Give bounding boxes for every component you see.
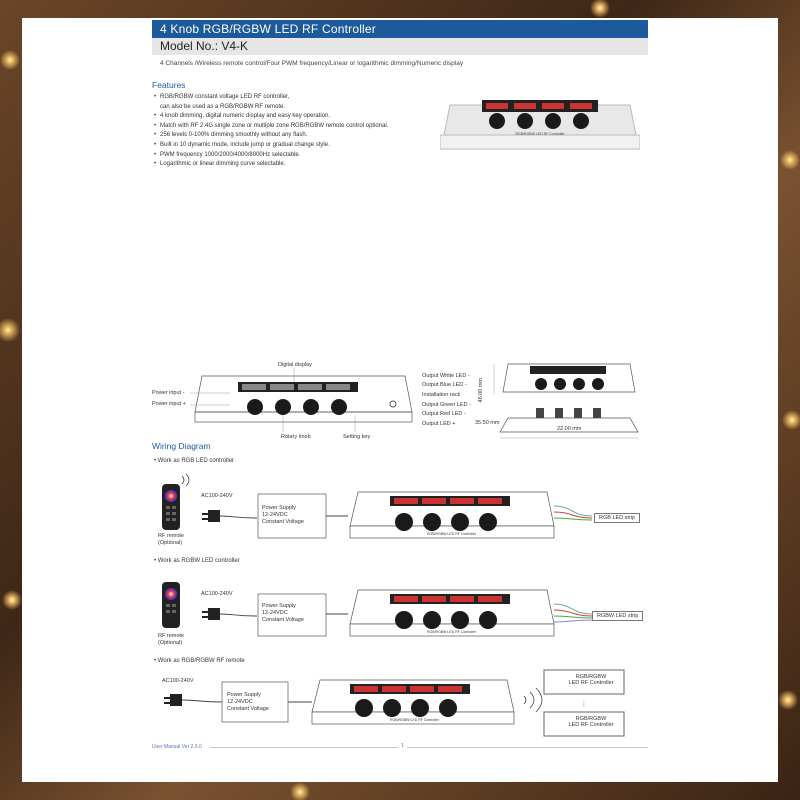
product-photo: RGB/RGBW LED RF Controller [440, 100, 640, 150]
label-width: 22.00 mm [557, 426, 582, 432]
device-label: RGB/RGBW LED RF Controller [427, 532, 477, 536]
product-photo-label: RGB/RGBW LED RF Controller [515, 132, 565, 136]
feature-item: Match with RF 2.4G single zone or multip… [154, 122, 444, 132]
wiring-heading: Wiring Diagram [152, 441, 211, 451]
page-number: 1 [398, 743, 407, 749]
feature-item: PWM frequency 1000/2000/4000/8000Hz sele… [154, 151, 444, 161]
features-heading: Features [152, 80, 186, 90]
rf-remote-label: RF remote(Optional) [158, 633, 184, 646]
label-output-led-plus: Output LED + [422, 421, 456, 427]
label-digital-display: Digital display [278, 362, 312, 368]
label-power-input-plus: Power input + [152, 401, 186, 407]
device-label: RGB/RGBW LED RF Controller [427, 630, 477, 634]
footer-rule [210, 747, 648, 748]
features-list: RGB/RGBW constant voltage LED RF control… [154, 93, 444, 170]
feature-item: Logarithmic or linear dimming curve sele… [154, 160, 444, 170]
wiring-diagram-remote: ⋮ [164, 669, 625, 737]
rf-remote-label: RF remote(Optional) [158, 533, 184, 546]
label-output-blue: Output Blue LED - [422, 382, 467, 388]
label-output-white: Output White LED - [422, 373, 470, 379]
device-label: RGB/RGBW LED RF Controller [390, 718, 440, 722]
wiring-caption-remote: • Work as RGB/RGBW RF remote [154, 658, 245, 664]
feature-item: Built in 10 dynamic mode, include jump o… [154, 141, 444, 151]
footer-manual: User Manual Ver 2.0.0 [152, 744, 202, 750]
ac-label: AC100-240V [201, 493, 233, 499]
page-title: 4 Knob RGB/RGBW LED RF Controller [152, 20, 648, 38]
feature-item: 4 knob dimming, digital numeric display … [154, 112, 444, 122]
label-output-green: Output Green LED - [422, 402, 471, 408]
label-installation-rack: Installation rack [422, 392, 461, 398]
subtitle: 4 Channels /Wireless remote control/Four… [160, 60, 464, 67]
wiring-caption-rgb: • Work as RGB LED controller [154, 458, 235, 464]
wiring-caption-rgbw: • Work as RGBW LED controller [154, 558, 240, 564]
ac-label: AC100-240V [162, 678, 194, 684]
feature-item: 256 levels 0-100% dimming smoothly witho… [154, 131, 444, 141]
wiring-diagram-rgbw [162, 582, 593, 637]
wiring-diagram-rgb [162, 473, 593, 539]
label-output-red: Output Red LED - [422, 411, 466, 417]
feature-item: can also be used as a RGB/RGBW RF remote… [160, 103, 286, 110]
rgb-strip: RGB LED strip [594, 513, 641, 523]
ellipsis-icon: ⋮ [581, 701, 587, 708]
model-number: Model No.: V4-K [152, 38, 648, 55]
label-setting-key: Setting key [343, 434, 371, 440]
rgbw-strip: RGBW LED strip [592, 611, 644, 621]
label-height: 46.00 mm [478, 378, 484, 403]
label-depth: 35.50 mm [475, 420, 500, 426]
label-rotary-knob: Rotary knob [281, 434, 311, 440]
dimension-drawing-side [493, 363, 639, 439]
feature-item: RGB/RGBW constant voltage LED RF control… [154, 93, 444, 103]
label-power-input-minus: Power input - [152, 390, 185, 396]
ac-label: AC100-240V [201, 591, 233, 597]
dimension-drawing-front [190, 368, 413, 432]
